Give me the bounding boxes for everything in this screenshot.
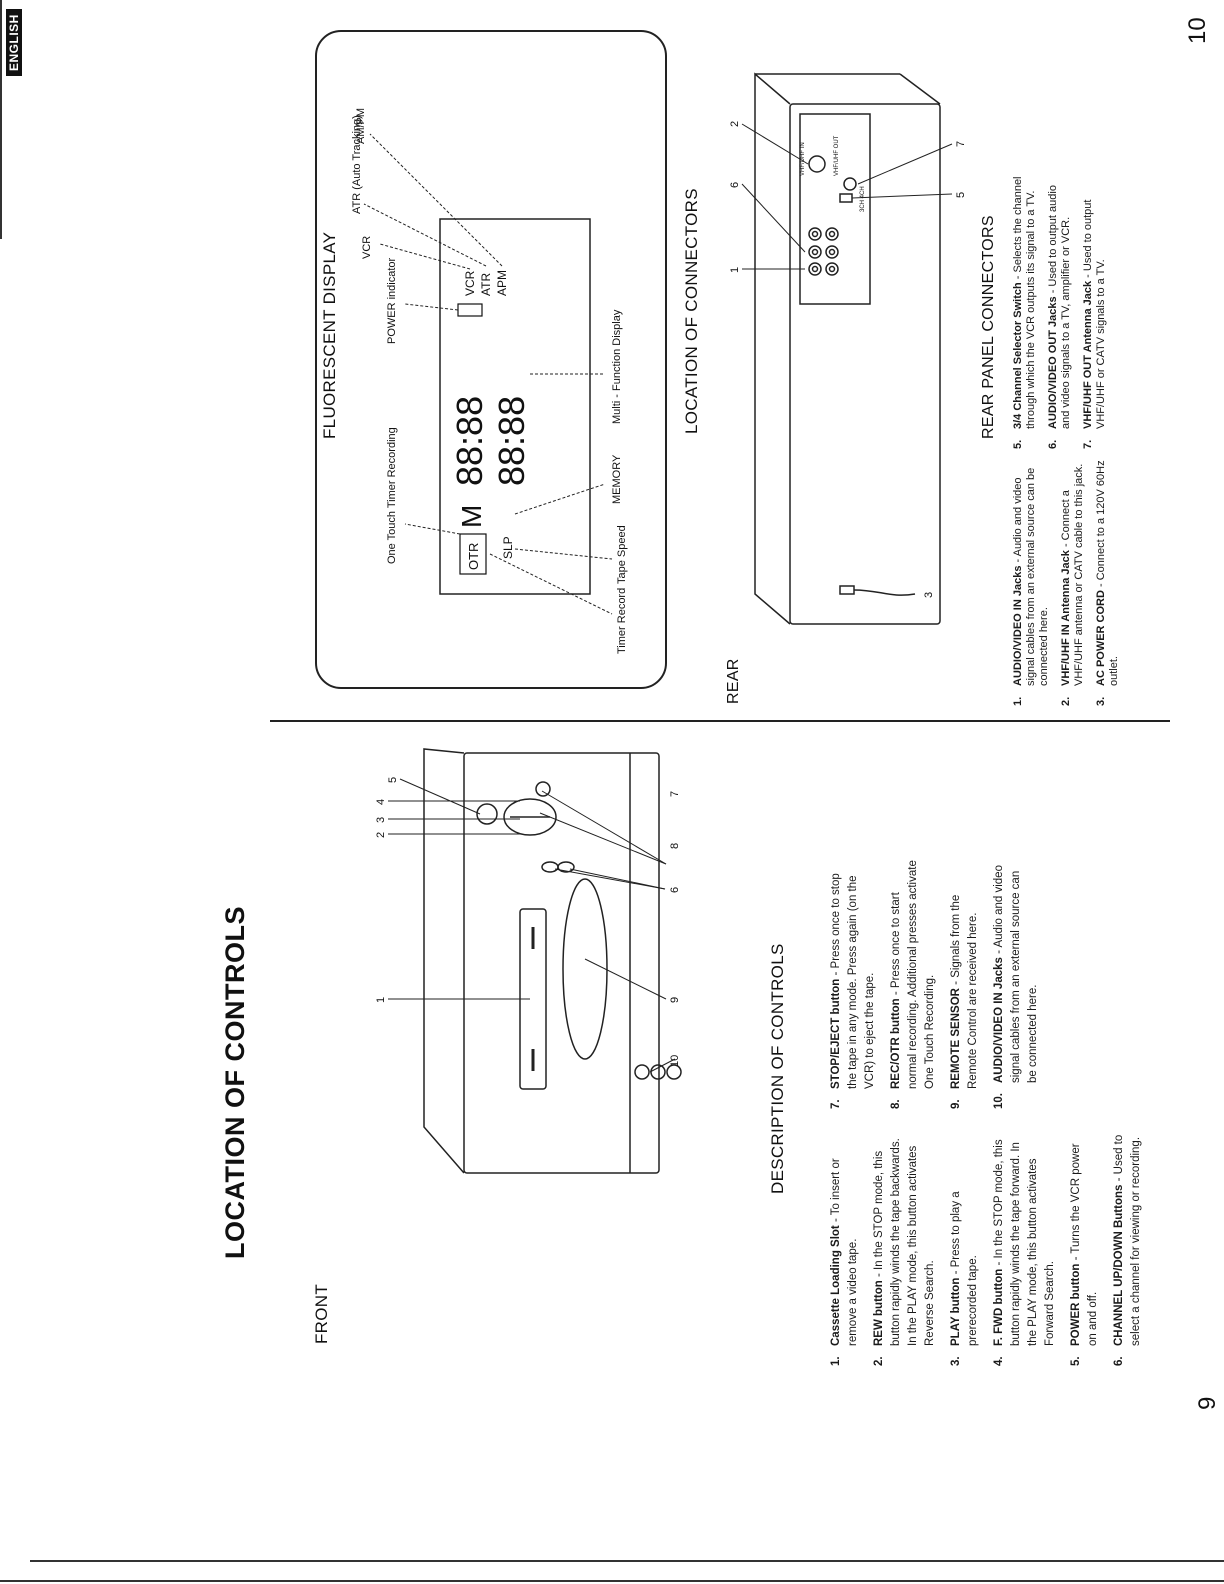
control-item: 1.Cassette Loading Slot - To insert or r…	[830, 1158, 859, 1366]
display-m: M	[456, 505, 487, 528]
connector-item: 5.3/4 Channel Selector Switch - Selects …	[1012, 176, 1037, 449]
language-tab: ENGLISH	[6, 9, 22, 76]
display-digits-top: 88:88	[449, 396, 490, 486]
connector-item: 3.AC POWER CORD - Connect to a 120V 60Hz…	[1095, 460, 1120, 706]
rear-callout-7: 7	[955, 141, 967, 147]
label-one-touch: One Touch Timer Recording	[386, 427, 398, 564]
vcr-rear-diagram: VHF/UHF IN VHF/UHF OUT 3CH 4CH 1 6 2 7 5…	[729, 72, 967, 625]
control-item: 2.REW button - In the STOP mode, this bu…	[873, 1138, 936, 1366]
display-otr: OTR	[466, 543, 481, 570]
connector-item: 1.AUDIO/VIDEO IN Jacks - Audio and video…	[1012, 467, 1050, 706]
connector-item: 7.VHF/UHF OUT Antenna Jack - Used to out…	[1082, 199, 1107, 449]
front-callout-9: 9	[669, 997, 681, 1003]
page-number-left: 9	[1194, 1396, 1221, 1410]
display-panel	[439, 218, 591, 595]
rear-callout-3: 3	[923, 592, 935, 598]
jack-label-vhf-out: VHF/UHF OUT	[834, 135, 840, 176]
description-heading: DESCRIPTION OF CONTROLS	[768, 943, 787, 1194]
display-atr: ATR	[479, 273, 493, 296]
control-item: 7.STOP/EJECT button - Press once to stop…	[830, 873, 876, 1109]
rear-callout-5: 5	[955, 192, 967, 198]
display-digits-bottom: 88:88	[491, 396, 532, 486]
rear-callout-1: 1	[729, 267, 741, 273]
control-item: 10.AUDIO/VIDEO IN Jacks - Audio and vide…	[993, 865, 1039, 1109]
fluorescent-heading: FLUORESCENT DISPLAY	[320, 231, 339, 439]
label-vcr: VCR	[361, 236, 373, 259]
rear-column-1: 1.AUDIO/VIDEO IN Jacks - Audio and video…	[1012, 454, 1130, 706]
left-margin-rule	[0, 1580, 1224, 1582]
center-divider	[270, 720, 1170, 722]
front-callout-7: 7	[669, 791, 681, 797]
connector-item: 2.VHF/UHF IN Antenna Jack - Connect a VH…	[1060, 463, 1085, 706]
rear-jack-panel	[799, 113, 871, 305]
vcr-front-diagram: 1 2 3 4 5 6 7 8 9 10	[375, 748, 682, 1174]
jack-label-vhf-in: VHF/UHF IN	[800, 142, 806, 176]
front-callout-1: 1	[375, 997, 387, 1003]
label-power-indicator: POWER indicator	[386, 257, 398, 344]
fluorescent-display-diagram: OTR SLP M 88:88 88:88 VCR ATR APM Timer …	[351, 108, 628, 654]
control-item: 9.REMOTE SENSOR - Signals from the Remot…	[950, 894, 979, 1109]
connectors-heading: LOCATION OF CONNECTORS	[682, 188, 701, 434]
rear-callout-6: 6	[729, 182, 741, 188]
power-button-shape	[476, 803, 498, 825]
display-apm: APM	[495, 270, 509, 296]
label-memory: MEMORY	[611, 454, 623, 504]
front-callout-4: 4	[375, 799, 387, 805]
rear-column-2: 5.3/4 Channel Selector Switch - Selects …	[1012, 164, 1117, 449]
rear-callout-2: 2	[729, 121, 741, 127]
vcr-front-body	[463, 752, 660, 1174]
page-number-right: 10	[1184, 17, 1211, 44]
top-edge-rule	[0, 0, 2, 239]
display-slp: SLP	[501, 536, 515, 559]
jack-label-channel: 3CH 4CH	[860, 186, 866, 212]
page-title: LOCATION OF CONTROLS	[220, 906, 250, 1259]
label-atr: ATR (Auto Tracking)	[351, 115, 363, 214]
control-pad	[503, 798, 557, 836]
connector-item: 6.AUDIO/VIDEO OUT Jacks - Used to output…	[1047, 185, 1072, 449]
front-callout-8: 8	[669, 843, 681, 849]
control-item: 3.PLAY button - Press to play a prerecor…	[950, 1191, 979, 1366]
control-item: 6.CHANNEL UP/DOWN Buttons - Used to sele…	[1113, 1134, 1142, 1366]
controls-column-1: 1.Cassette Loading Slot - To insert or r…	[828, 1131, 1154, 1366]
rear-panel-heading: REAR PANEL CONNECTORS	[980, 215, 997, 439]
front-callout-3: 3	[375, 817, 387, 823]
front-callout-10: 10	[669, 1055, 681, 1067]
label-ampm: AM/PM	[355, 108, 367, 144]
control-item: 8.REC/OTR button - Press once to start n…	[890, 860, 936, 1109]
label-tape-speed: Tape Speed	[616, 525, 628, 584]
label-multi-function: Multi - Function Display	[611, 309, 623, 424]
control-item: 5.POWER button - Turns the VCR power on …	[1070, 1143, 1099, 1366]
controls-column-2: 7.STOP/EJECT button - Press once to stop…	[828, 859, 1051, 1109]
label-timer-record: Timer Record	[616, 588, 628, 654]
remote-sensor-window	[562, 878, 608, 1060]
front-callout-5: 5	[387, 777, 399, 783]
bottom-rule	[30, 1560, 1224, 1562]
front-label: FRONT	[312, 1283, 331, 1344]
display-vcr: VCR	[463, 270, 477, 296]
rear-label: REAR	[725, 658, 742, 704]
front-callout-6: 6	[669, 887, 681, 893]
vcr-rear-body	[789, 103, 941, 625]
control-item: 4.F. FWD button - In the STOP mode, this…	[993, 1139, 1056, 1366]
front-callout-2: 2	[375, 832, 387, 838]
